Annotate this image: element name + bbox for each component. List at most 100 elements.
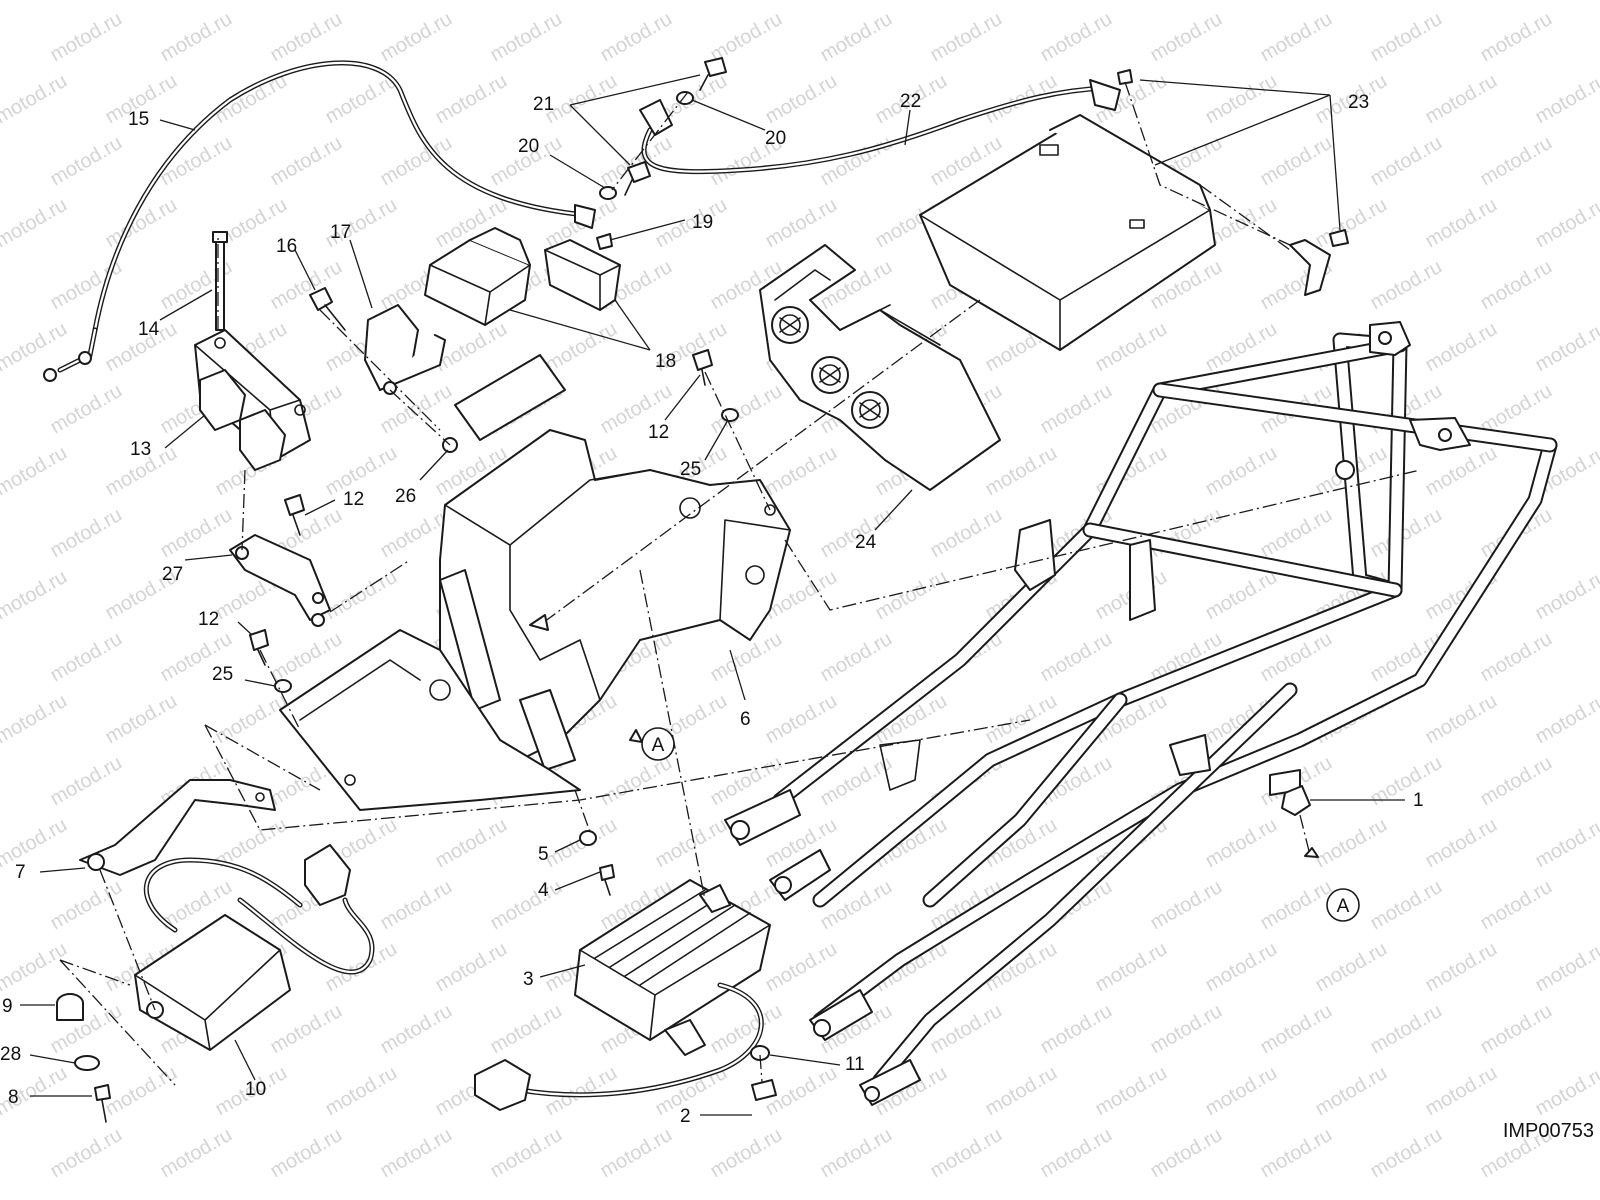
watermark-text-189: motod.ru xyxy=(47,752,126,811)
callout-9: 9 xyxy=(2,996,13,1017)
watermark-text-127: motod.ru xyxy=(1202,442,1281,501)
callout-7: 7 xyxy=(15,862,26,883)
watermark-text-259: motod.ru xyxy=(1367,1000,1446,1059)
watermark-text-1: motod.ru xyxy=(102,0,181,4)
callout-26: 26 xyxy=(395,486,416,507)
watermark-text-25: motod.ru xyxy=(1147,8,1226,67)
callout-16: 16 xyxy=(276,236,297,257)
watermark-text-19: motod.ru xyxy=(487,8,566,67)
watermark-text-273: motod.ru xyxy=(1312,1062,1391,1121)
watermark-text-279: motod.ru xyxy=(377,1124,456,1183)
watermark-text-100: motod.ru xyxy=(1422,318,1501,377)
watermark-text-257: motod.ru xyxy=(1147,1000,1226,1059)
watermark-text-148: motod.ru xyxy=(322,566,401,625)
callout-19: 19 xyxy=(692,212,713,233)
watermark-text-239: motod.ru xyxy=(762,938,841,997)
watermark-text-102: motod.ru xyxy=(47,380,126,439)
callout-21: 21 xyxy=(533,94,554,115)
watermark-text-85: motod.ru xyxy=(1367,256,1446,315)
watermark-text-2: motod.ru xyxy=(212,0,291,4)
watermark-text-22: motod.ru xyxy=(817,8,896,67)
watermark-text-286: motod.ru xyxy=(1147,1124,1226,1183)
callout-25-upper: 25 xyxy=(680,459,701,480)
watermark-text-139: motod.ru xyxy=(927,504,1006,563)
watermark-text-57: motod.ru xyxy=(1477,132,1556,191)
watermark-text-72: motod.ru xyxy=(1532,194,1600,253)
screw-16 xyxy=(309,287,346,331)
watermark-text-202: motod.ru xyxy=(1477,752,1556,811)
callout-22: 22 xyxy=(900,91,921,112)
watermark-text-181: motod.ru xyxy=(762,690,841,749)
watermark-text-14: motod.ru xyxy=(1532,0,1600,4)
watermark-text-28: motod.ru xyxy=(1477,8,1556,67)
callout-28: 28 xyxy=(0,1044,21,1065)
watermark-text-160: motod.ru xyxy=(47,628,126,687)
watermark-text-56: motod.ru xyxy=(1367,132,1446,191)
watermark-text-175: motod.ru xyxy=(102,690,181,749)
callout-8: 8 xyxy=(8,1087,19,1108)
watermark-text-276: motod.ru xyxy=(47,1124,126,1183)
watermark-text-285: motod.ru xyxy=(1037,1124,1116,1183)
watermark-text-11: motod.ru xyxy=(1202,0,1281,4)
watermark-text-58: motod.ru xyxy=(0,194,71,253)
watermark-text-43: motod.ru xyxy=(1532,70,1600,129)
watermark-text-188: motod.ru xyxy=(1532,690,1600,749)
reference-mark-a-lower: A xyxy=(1326,888,1360,922)
watermark-text-231: motod.ru xyxy=(1477,876,1556,935)
watermark-text-278: motod.ru xyxy=(267,1124,346,1183)
watermark-text-21: motod.ru xyxy=(707,8,786,67)
watermark-text-153: motod.ru xyxy=(872,566,951,625)
watermark-text-143: motod.ru xyxy=(1367,504,1446,563)
watermark-text-123: motod.ru xyxy=(762,442,841,501)
bracket-7 xyxy=(79,779,276,876)
watermark-text-132: motod.ru xyxy=(157,504,236,563)
watermark-text-5: motod.ru xyxy=(542,0,621,4)
watermark-text-111: motod.ru xyxy=(1037,380,1116,439)
watermark-text-9: motod.ru xyxy=(982,0,1061,4)
battery-24 xyxy=(759,244,1001,491)
watermark-text-131: motod.ru xyxy=(47,504,126,563)
bottom-plate xyxy=(279,629,581,811)
reference-mark-a-upper: A xyxy=(641,727,675,761)
watermark-text-167: motod.ru xyxy=(817,628,896,687)
watermark-text-142: motod.ru xyxy=(1257,504,1336,563)
callout-6: 6 xyxy=(740,709,751,730)
watermark-text-236: motod.ru xyxy=(432,938,511,997)
watermark-text-16: motod.ru xyxy=(157,8,236,67)
watermark-text-260: motod.ru xyxy=(1477,1000,1556,1059)
callout-12-upper: 12 xyxy=(648,422,669,443)
watermark-text-101: motod.ru xyxy=(1532,318,1600,377)
callout-23: 23 xyxy=(1348,92,1369,113)
callout-3: 3 xyxy=(523,969,534,990)
watermark-text-174: motod.ru xyxy=(0,690,71,749)
watermark-text-36: motod.ru xyxy=(762,70,841,129)
watermark-text-216: motod.ru xyxy=(1422,814,1501,873)
watermark-text-274: motod.ru xyxy=(1422,1062,1501,1121)
callout-20-right: 20 xyxy=(765,128,786,149)
relay-18 xyxy=(424,227,621,326)
watermark-text-129: motod.ru xyxy=(1422,442,1501,501)
watermark-text-230: motod.ru xyxy=(1367,876,1446,935)
watermark-text-287: motod.ru xyxy=(1257,1124,1336,1183)
watermark-text-249: motod.ru xyxy=(267,1000,346,1059)
callout-13: 13 xyxy=(130,439,151,460)
watermark-text-250: motod.ru xyxy=(377,1000,456,1059)
watermark-text-251: motod.ru xyxy=(487,1000,566,1059)
callout-10: 10 xyxy=(245,1079,266,1100)
callout-12-lower: 12 xyxy=(198,609,219,630)
watermark-text-201: motod.ru xyxy=(1367,752,1446,811)
watermark-text-203: motod.ru xyxy=(0,814,71,873)
callout-20-left: 20 xyxy=(518,136,539,157)
watermark-text-97: motod.ru xyxy=(1092,318,1171,377)
callout-18: 18 xyxy=(655,351,676,372)
watermark-text-262: motod.ru xyxy=(102,1062,181,1121)
watermark-text-86: motod.ru xyxy=(1477,256,1556,315)
watermark-text-229: motod.ru xyxy=(1257,876,1336,935)
watermark-text-281: motod.ru xyxy=(597,1124,676,1183)
callout-25-lower: 25 xyxy=(212,664,233,685)
watermark-text-228: motod.ru xyxy=(1147,876,1226,935)
watermark-text-0: motod.ru xyxy=(0,0,71,4)
watermark-text-125: motod.ru xyxy=(982,442,1061,501)
watermark-text-266: motod.ru xyxy=(542,1062,621,1121)
watermark-text-29: motod.ru xyxy=(0,70,71,129)
